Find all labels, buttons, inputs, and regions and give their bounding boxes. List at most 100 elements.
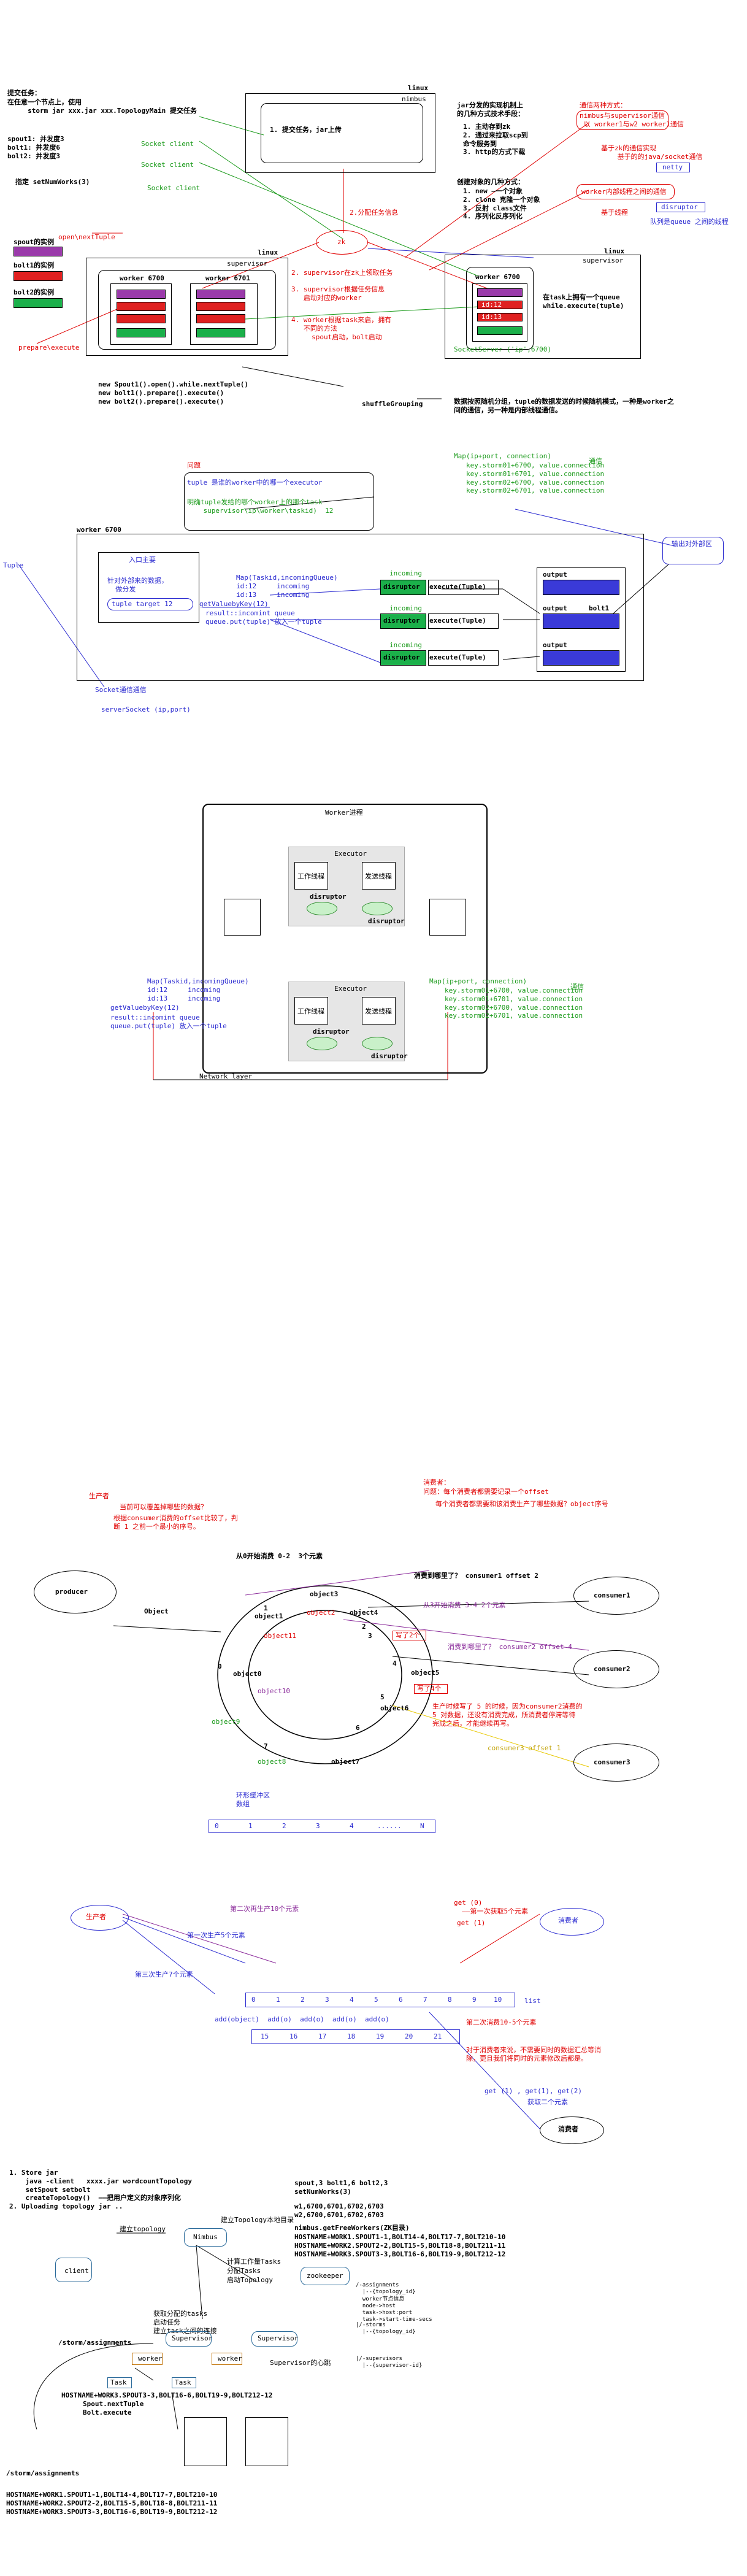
tuple-target: tuple target 12 (112, 600, 173, 608)
submit-title: 提交任务： (7, 89, 41, 97)
parallelism-list: spout1: 并发度3 bolt1: 并发度6 bolt2: 并发度3 (7, 135, 64, 160)
producer-label-2: 生产者 (86, 1913, 106, 1921)
set-num-workers: 指定 setNumWorks(3) (15, 178, 90, 186)
supervisor-inner-2 (466, 267, 534, 350)
cell-4: 4 (350, 1822, 354, 1830)
worker-6700-label: worker 6700 (120, 274, 164, 282)
comm-title: 通信两种方式： (580, 101, 627, 109)
disruptor-label-3: disruptor (313, 1028, 350, 1036)
consumer3-node (573, 1744, 659, 1782)
send-thread-worker (429, 899, 466, 936)
get-c2: 获取二个元素 (527, 2098, 568, 2106)
nimbus-host (245, 93, 435, 173)
send-thread-1-label: 发送线程 (365, 872, 392, 880)
netty-box (656, 163, 690, 172)
worker-label-b: worker (218, 2355, 242, 2363)
disruptor-3-label: disruptor (383, 653, 420, 661)
tuple-answer: 明确tuple发给的哪个worker上的哪个task supervisor\ip… (187, 498, 334, 515)
output-3 (543, 650, 619, 666)
second-produce: 第二次再生产10个元素 (230, 1905, 299, 1913)
add-row: add(object) add(o) add(o) add(o) add(o) (215, 2015, 389, 2023)
client-box (55, 2258, 92, 2282)
socket-server: SocketServer ('ip',6700) (454, 345, 551, 353)
worker-6700-box (110, 283, 172, 345)
worker-6701-label: worker 6701 (205, 274, 250, 282)
bolt1-label: bolt1 (589, 604, 610, 612)
jar-steps: 1. 主动存到zk 2. 通过来拉取scp到 命令服务到 3. http的方式下… (463, 123, 528, 156)
obj-9: object9 (212, 1718, 240, 1726)
id-13: id:13 (481, 313, 502, 321)
obj-7: object7 (331, 1758, 360, 1766)
list-row-bottom (251, 2029, 460, 2044)
disruptor-3 (380, 650, 426, 666)
c-1: 1 (276, 1996, 280, 2004)
disruptor-queue-4 (362, 1037, 393, 1050)
incoming-1: incoming (389, 569, 422, 577)
c-0: 0 (251, 1996, 256, 2004)
work-thread-1 (294, 862, 328, 890)
question-box (184, 472, 374, 531)
from-3-note: 从3开始消费 3-4 2个元素 (423, 1601, 506, 1609)
step-4: 4. worker根据task来启，拥有 不同的方法 spout启动，bolt启… (291, 316, 392, 341)
consumer-label: 消费者 (558, 1917, 578, 1924)
d-20: 20 (405, 2032, 413, 2040)
num-6: 6 (356, 1724, 360, 1732)
tuple-target-box (107, 598, 193, 610)
storm-assignments-2: /storm/assignments (6, 2469, 80, 2477)
nimbus-box (261, 103, 423, 163)
disruptor-2-label: disruptor (383, 617, 420, 625)
supervisor-box-2 (251, 2331, 297, 2347)
queue-note-2: 队列是queue 之间的线程 (650, 218, 729, 226)
consumer-label-2: 消费者 (558, 2125, 578, 2133)
outer-area-box (662, 537, 724, 564)
d-21: 21 (434, 2032, 442, 2040)
c-4: 4 (350, 1996, 354, 2004)
obj-2: object2 (307, 1609, 335, 1617)
producer-question: 当前可以覆盖掉哪些的数据？ (120, 1503, 207, 1511)
spout-instance-bar (13, 247, 63, 256)
prepare-label: prepare\execute (18, 344, 80, 352)
obj-0: object0 (233, 1670, 262, 1678)
worker-box-2 (212, 2353, 242, 2365)
num-3: 3 (368, 1632, 372, 1640)
cell-3: 3 (316, 1822, 320, 1830)
recv-thread (224, 899, 261, 936)
host-rows: HOSTNAME+WORK1.SPOUT1-1,BOLT14-4,BOLT17-… (294, 2233, 506, 2258)
step-2: 2. supervisor在zk上领取任务 (291, 269, 393, 277)
output-2 (543, 613, 619, 629)
client-label: client (64, 2267, 89, 2275)
disruptor-queue-2 (362, 902, 393, 915)
consumer-question-2: 每个消费者都需要和该消费生产了哪些数据？object序号 (423, 1500, 608, 1508)
supervisors-tree: |/-supervisors |--{supervisor-id} (356, 2356, 423, 2369)
d-17: 17 (318, 2032, 327, 2040)
host-line: HOSTNAME+WORK3.SPOUT3-3,BOLT16-6,BOLT19-… (61, 2391, 273, 2399)
c-9: 9 (472, 1996, 477, 2004)
consumer2-label: consumer2 (594, 1665, 630, 1673)
comm-label-2: 通信 (570, 983, 584, 991)
disruptor-label-2: disruptor (368, 917, 405, 925)
nimbus-label: nimbus (402, 95, 426, 103)
incoming-2: incoming (389, 604, 422, 612)
worker-6700-label-2: worker 6700 (475, 273, 520, 281)
heartbeat: Supervisor的心跳 (270, 2359, 331, 2367)
submit-desc: 在任意一个节点上，使用 storm jar xxx.jar xxx.Topolo… (7, 98, 197, 115)
incoming-3: incoming (389, 641, 422, 649)
pos-note-box (414, 1684, 448, 1694)
calc-tasks: 计算工作量Tasks (227, 2258, 282, 2266)
zk-label: zk (337, 238, 346, 246)
list-label: list (524, 1997, 541, 2005)
consumer-question: 问题：每个消费者都需要记录一个offset (423, 1488, 549, 1496)
producer-node-2 (71, 1905, 129, 1931)
supervisor-host-2 (445, 255, 641, 359)
deploy-steps: 1. Store jar java -client xxxx.jar wordc… (9, 2169, 193, 2210)
comm-a: nimbus与supervisor通信 以 worker1与w2 worker1… (580, 112, 684, 128)
assign-tasks: 分配Tasks (227, 2267, 261, 2275)
worker-6700-frame (77, 534, 644, 681)
cell-2: 2 (282, 1822, 286, 1830)
task-red-5 (477, 301, 523, 309)
result: result::incomint queue queue.put(tuple) … (205, 609, 322, 626)
c-10: 10 (494, 1996, 502, 2004)
work-thread-1-label: 工作线程 (297, 872, 324, 880)
worker-diagram-2 (245, 2417, 288, 2466)
supervisor-host-1 (86, 258, 288, 356)
